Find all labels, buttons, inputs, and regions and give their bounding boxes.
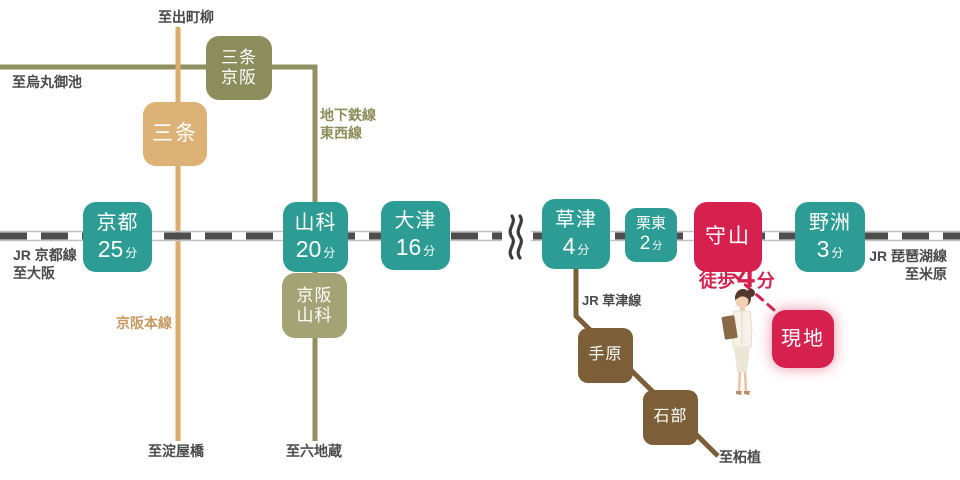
line-break-icon (502, 210, 531, 262)
dest-karasuma-oike-label: 至烏丸御池 (12, 74, 82, 90)
station-name-line1: 京阪 (296, 285, 333, 305)
keihan-main-line-label: 京阪本線 (116, 315, 172, 331)
station-moriyama: 守山 (694, 202, 762, 272)
station-name-line2: 山科 (296, 305, 333, 325)
station-name: 山科 (294, 211, 337, 234)
station-name: 大津 (394, 210, 437, 233)
subway-line-label-line2: 東西線 (320, 125, 362, 142)
station-name: 守山 (705, 224, 751, 248)
station-ishibe: 石部 (643, 390, 698, 445)
walk-unit: 分 (756, 271, 775, 291)
station-sanjo: 三条 (143, 102, 207, 166)
walk-dashed-line (732, 273, 783, 318)
walk-prefix: 徒歩 (699, 271, 735, 291)
station-name: 草津 (555, 208, 597, 231)
dest-tsuge-label: 至柘植 (719, 449, 761, 465)
station-sanjo-keihan: 三条 京阪 (206, 36, 272, 100)
site-box: 現地 (772, 310, 834, 368)
station-name-line2: 京阪 (221, 68, 257, 87)
subway-line-label: 地下鉄線 東西線 (320, 106, 376, 143)
jr-biwako-line-label: JR 琵琶湖線 至米原 (869, 247, 947, 284)
station-name: 手原 (588, 346, 623, 364)
dest-yodoyabashi-label: 至淀屋橋 (148, 443, 204, 459)
station-name-line1: 三条 (221, 48, 257, 68)
person-illustration (721, 289, 755, 395)
station-tehara: 手原 (578, 328, 633, 383)
station-name: 三条 (152, 121, 198, 145)
subway-line-label-line1: 地下鉄線 (320, 107, 376, 123)
dest-demachiyanagi-label: 至出町柳 (158, 9, 214, 25)
jr-biwako-line-name: JR 琵琶湖線 (869, 248, 947, 264)
dest-osaka-label: 至大阪 (13, 265, 55, 282)
walk-minutes: 4 (737, 258, 755, 294)
station-keihan-yamashina: 京阪 山科 (282, 273, 347, 338)
jr-kyoto-line-label: JR 京都線 至大阪 (13, 246, 77, 283)
site-label: 現地 (781, 327, 825, 350)
jr-kyoto-line-name: JR 京都線 (13, 247, 77, 263)
walk-time-label: 徒歩 4 分 (699, 258, 775, 295)
station-name: 野洲 (809, 211, 851, 234)
jr-kusatsu-line-label: JR 草津線 (582, 293, 642, 308)
station-name: 京都 (96, 211, 139, 234)
dest-rokujizo-label: 至六地蔵 (286, 443, 342, 459)
station-name: 石部 (653, 408, 688, 426)
dest-maibara-label: 至米原 (905, 266, 947, 283)
station-name: 栗東 (635, 214, 666, 232)
